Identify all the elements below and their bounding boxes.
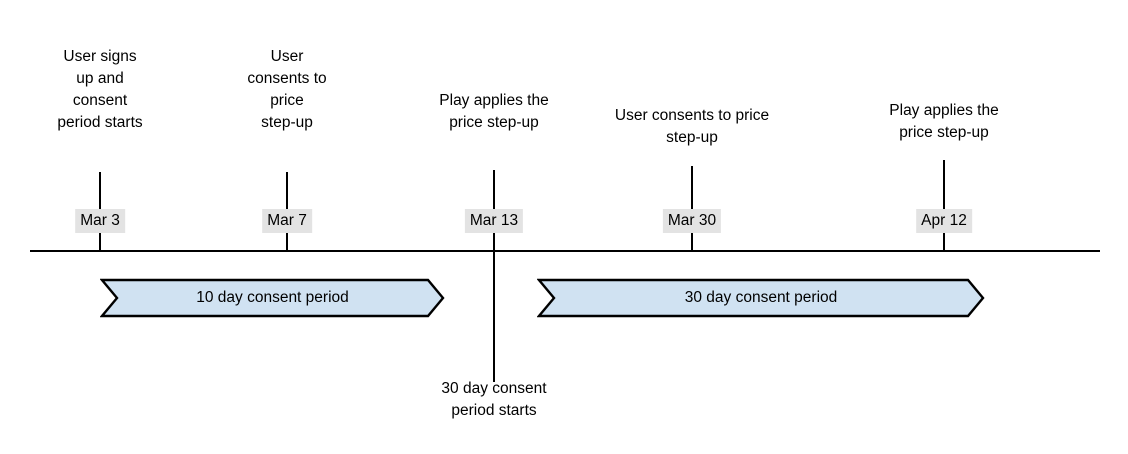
event-caption-signup: User signs up and consent period starts	[57, 48, 143, 131]
date-chip-apr-12: Apr 12	[916, 209, 972, 233]
date-chip-mar-7: Mar 7	[262, 209, 312, 233]
consent-band-10-day: 10 day consent period	[100, 278, 445, 318]
chevron-shape-10-day	[100, 278, 445, 318]
consent-band-30-day: 30 day consent period	[537, 278, 985, 318]
event-caption-stepup-1: Play applies the price step-up	[439, 92, 549, 131]
date-chip-mar-30: Mar 30	[662, 209, 722, 233]
event-caption-consent-2: User consents to price step-up	[614, 107, 770, 146]
chevron-shape-30-day	[537, 278, 985, 318]
tick-line-stepup-1	[493, 170, 495, 382]
date-chip-mar-3: Mar 3	[75, 209, 125, 233]
timeline-axis	[30, 250, 1100, 252]
event-caption-stepup-2: Play applies the price step-up	[889, 102, 999, 141]
consent-band-label-30-day: 30 day consent period	[684, 289, 838, 306]
annotation-thirty-day-start: 30 day consent period starts	[441, 380, 547, 419]
date-chip-mar-13: Mar 13	[464, 209, 524, 233]
consent-band-label-10-day: 10 day consent period	[196, 289, 349, 306]
tick-line-stepup-2	[943, 160, 945, 252]
event-caption-consent-1: User consents to price step-up	[247, 48, 327, 131]
